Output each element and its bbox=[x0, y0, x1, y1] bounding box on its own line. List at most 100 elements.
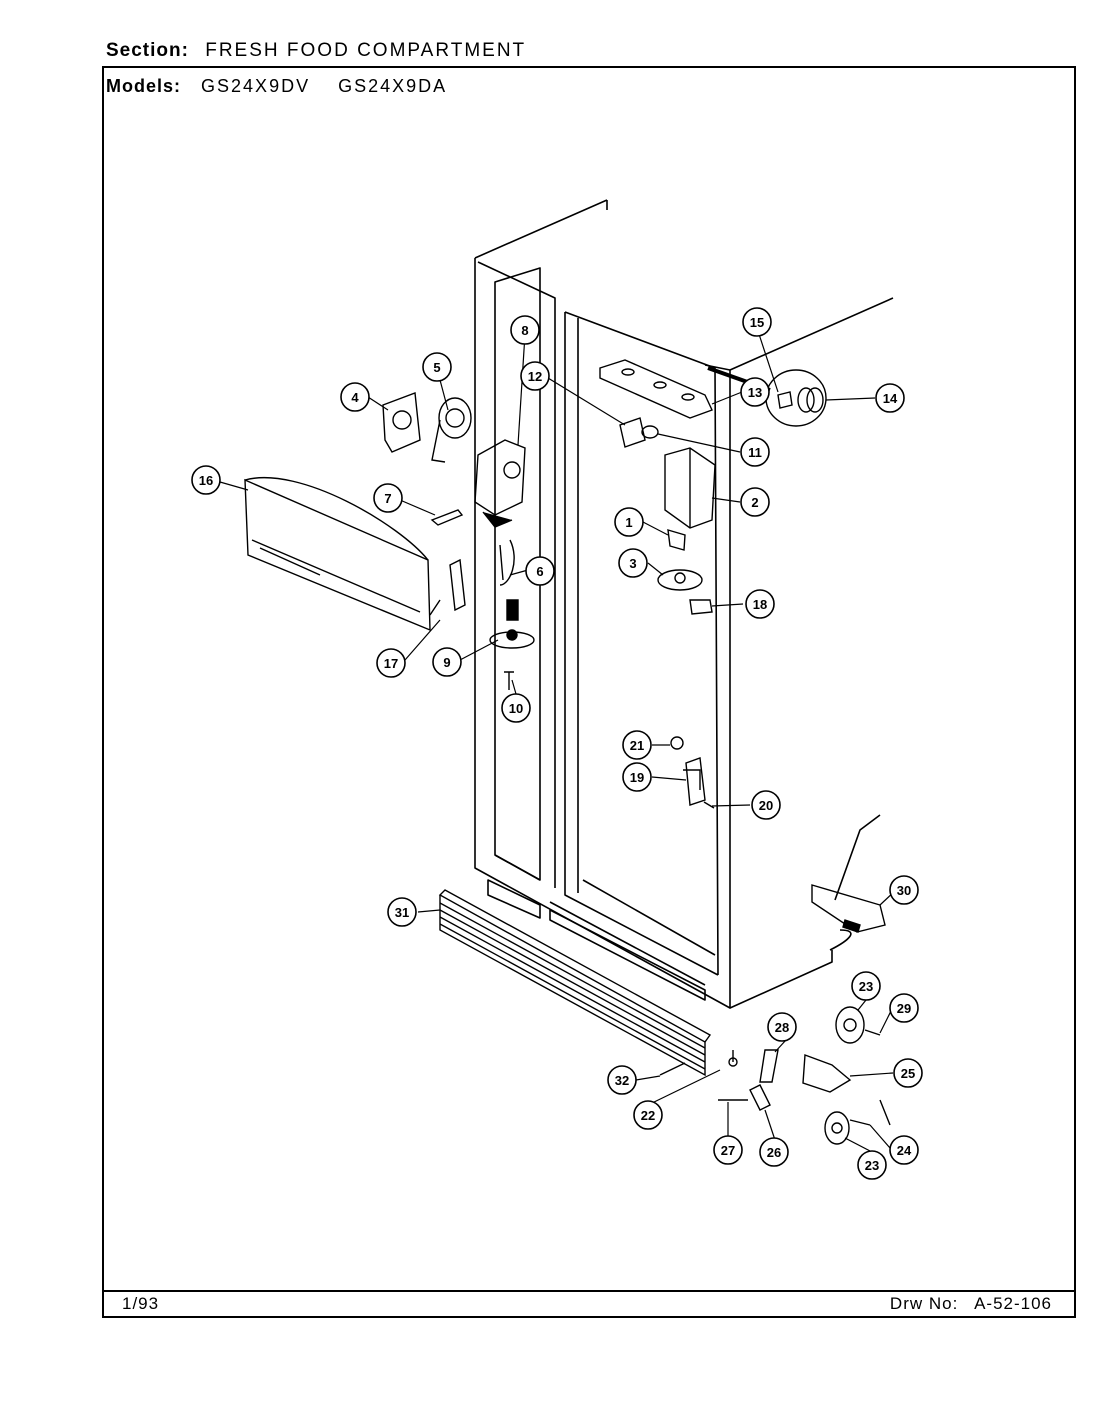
callout-circle bbox=[373, 483, 403, 513]
callout-number: 10 bbox=[509, 701, 523, 716]
callout-c1: 1 bbox=[614, 507, 644, 537]
callout-circle bbox=[622, 762, 652, 792]
callout-circle bbox=[875, 383, 905, 413]
callout-circle bbox=[767, 1012, 797, 1042]
callout-c10: 10 bbox=[501, 693, 531, 723]
callout-number: 13 bbox=[748, 385, 762, 400]
callout-number: 30 bbox=[897, 883, 911, 898]
callout-number: 4 bbox=[351, 390, 359, 405]
callout-number: 14 bbox=[883, 391, 898, 406]
callout-number: 21 bbox=[630, 738, 644, 753]
callout-number: 20 bbox=[759, 798, 773, 813]
callout-number: 18 bbox=[753, 597, 767, 612]
callout-c9: 9 bbox=[432, 647, 462, 677]
callout-circle bbox=[740, 437, 770, 467]
callout-c8: 8 bbox=[510, 315, 540, 345]
section-value: FRESH FOOD COMPARTMENT bbox=[205, 40, 527, 61]
drawing-frame bbox=[102, 66, 1076, 1318]
callout-c28: 28 bbox=[767, 1012, 797, 1042]
callout-circle bbox=[622, 730, 652, 760]
models-label: Models: bbox=[106, 76, 182, 96]
callout-circle bbox=[857, 1150, 887, 1180]
callout-number: 19 bbox=[630, 770, 644, 785]
callout-circle bbox=[889, 1135, 919, 1165]
callout-number: 25 bbox=[901, 1066, 915, 1081]
callout-number: 16 bbox=[199, 473, 213, 488]
callout-number: 5 bbox=[433, 360, 440, 375]
callout-circle bbox=[387, 897, 417, 927]
callout-number: 28 bbox=[775, 1020, 789, 1035]
callout-circle bbox=[191, 465, 221, 495]
callout-c25: 25 bbox=[893, 1058, 923, 1088]
callout-circle bbox=[889, 993, 919, 1023]
callout-c2: 2 bbox=[740, 487, 770, 517]
callout-circle bbox=[525, 556, 555, 586]
callout-number: 9 bbox=[443, 655, 450, 670]
leader-lines bbox=[219, 324, 897, 1153]
callout-number: 7 bbox=[384, 491, 391, 506]
callout-number: 24 bbox=[897, 1143, 912, 1158]
footer-date: 1/93 bbox=[122, 1294, 160, 1313]
callout-circle bbox=[851, 971, 881, 1001]
callout-c20: 20 bbox=[751, 790, 781, 820]
model-2: GS24X9DA bbox=[338, 76, 448, 96]
callout-c29: 29 bbox=[889, 993, 919, 1023]
part-30-bracket bbox=[811, 884, 886, 933]
callout-number: 22 bbox=[641, 1108, 655, 1123]
callout-circle bbox=[893, 1058, 923, 1088]
callout-number: 31 bbox=[395, 905, 409, 920]
callout-circle bbox=[759, 1137, 789, 1167]
callout-c17: 17 bbox=[376, 648, 406, 678]
callout-c30: 30 bbox=[889, 875, 919, 905]
callout-c31: 31 bbox=[387, 897, 417, 927]
callout-c4: 4 bbox=[340, 382, 370, 412]
callout-c21: 21 bbox=[622, 730, 652, 760]
callout-c18: 18 bbox=[745, 589, 775, 619]
callout-number: 23 bbox=[859, 979, 873, 994]
callout-c11: 11 bbox=[740, 437, 770, 467]
callout-c5: 5 bbox=[422, 352, 452, 382]
section-label: Section: bbox=[106, 40, 189, 61]
callout-number: 1 bbox=[625, 515, 632, 530]
control-parts bbox=[244, 359, 891, 1145]
callout-number: 3 bbox=[629, 556, 636, 571]
callout-c22: 22 bbox=[633, 1100, 663, 1130]
callout-c12: 12 bbox=[520, 361, 550, 391]
callout-number: 2 bbox=[751, 495, 758, 510]
footer-rule bbox=[102, 1290, 1076, 1292]
callout-circle bbox=[751, 790, 781, 820]
callout-number: 12 bbox=[528, 369, 542, 384]
callout-c6: 6 bbox=[525, 556, 555, 586]
callout-circle bbox=[740, 487, 770, 517]
callout-c26: 26 bbox=[759, 1137, 789, 1167]
callout-circle bbox=[422, 352, 452, 382]
callout-c15: 15 bbox=[742, 307, 772, 337]
callout-circle bbox=[742, 307, 772, 337]
callout-circle bbox=[432, 647, 462, 677]
callout-circle bbox=[633, 1100, 663, 1130]
callout-circle bbox=[510, 315, 540, 345]
callout-c23a: 23 bbox=[851, 971, 881, 1001]
callout-number: 11 bbox=[748, 445, 762, 460]
callout-c14: 14 bbox=[875, 383, 905, 413]
callout-number: 29 bbox=[897, 1001, 911, 1016]
callout-c19: 19 bbox=[622, 762, 652, 792]
kickplate bbox=[438, 889, 712, 1077]
callout-number: 15 bbox=[750, 315, 764, 330]
callout-number: 23 bbox=[865, 1158, 879, 1173]
callout-circle bbox=[740, 377, 770, 407]
callout-c24: 24 bbox=[889, 1135, 919, 1165]
drawing-number: Drw No: A-52-106 bbox=[890, 1294, 1052, 1314]
callout-number: 6 bbox=[536, 564, 543, 579]
drawing-number-label: Drw No: bbox=[889, 1294, 959, 1313]
callout-c27: 27 bbox=[713, 1135, 743, 1165]
callout-circle bbox=[618, 548, 648, 578]
callout-c32: 32 bbox=[607, 1065, 637, 1095]
model-1: GS24X9DV bbox=[201, 76, 311, 96]
callout-circle bbox=[889, 875, 919, 905]
callout-number: 27 bbox=[721, 1143, 735, 1158]
callout-number: 32 bbox=[615, 1073, 629, 1088]
callout-circle bbox=[607, 1065, 637, 1095]
callout-c7: 7 bbox=[373, 483, 403, 513]
